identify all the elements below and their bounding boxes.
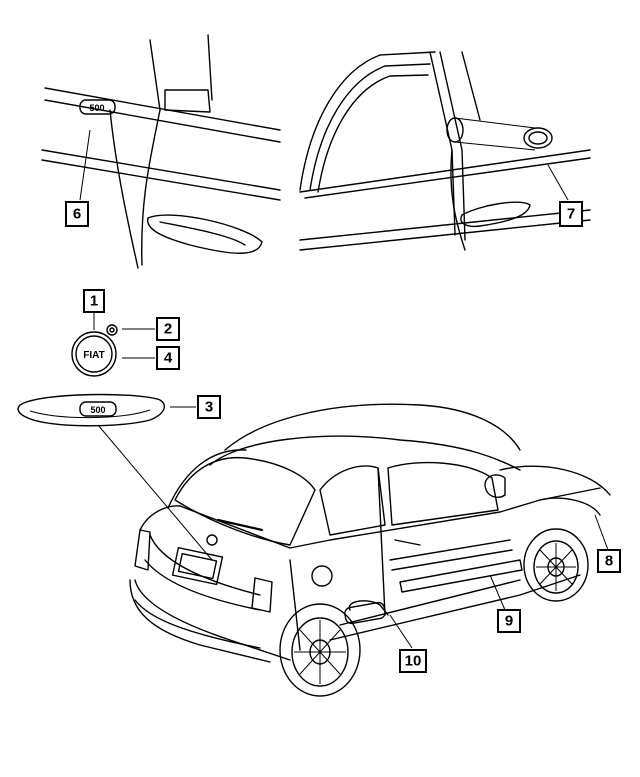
callout-4-label: 4 (164, 350, 173, 367)
callout-7: 7 (559, 201, 583, 227)
car-illustration (129, 403, 611, 697)
callout-9-label: 9 (505, 613, 513, 630)
emblem-group: FIAT (71, 312, 155, 377)
callout-2: 2 (156, 317, 180, 341)
script-500-small: 500 (89, 103, 104, 113)
callout-6-label: 6 (73, 206, 81, 223)
callout-1-label: 1 (90, 293, 98, 310)
liftgate-handle-part: 500 (17, 393, 213, 561)
script-500-bar: 500 (90, 405, 105, 415)
callout-3: 3 (197, 395, 221, 419)
detail-view-door-front: 500 (41, 34, 281, 269)
callout-1: 1 (83, 289, 105, 313)
callout-10-label: 10 (405, 653, 422, 670)
callout-3-label: 3 (205, 399, 213, 416)
callout-9: 9 (497, 609, 521, 633)
callout-10: 10 (399, 649, 427, 673)
callout-6: 6 (65, 201, 89, 227)
callout-8: 8 (597, 549, 621, 573)
fiat-emblem-text: FIAT (83, 350, 104, 361)
callout-7-label: 7 (567, 206, 575, 223)
callout-2-label: 2 (164, 321, 172, 338)
detail-view-door-rear (299, 51, 591, 251)
callout-8-label: 8 (605, 553, 613, 570)
callout-4: 4 (156, 346, 180, 370)
